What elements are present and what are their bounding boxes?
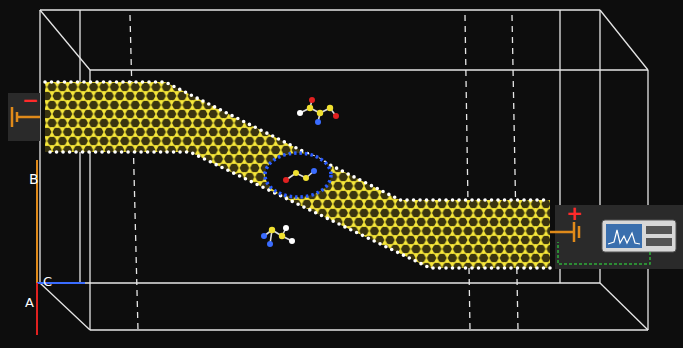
electrode-sign: +	[566, 203, 583, 223]
axis-label: B	[29, 172, 39, 186]
axis-label: A	[25, 296, 34, 309]
axis-label: C	[43, 275, 52, 288]
electrode-sign: −	[22, 90, 39, 110]
